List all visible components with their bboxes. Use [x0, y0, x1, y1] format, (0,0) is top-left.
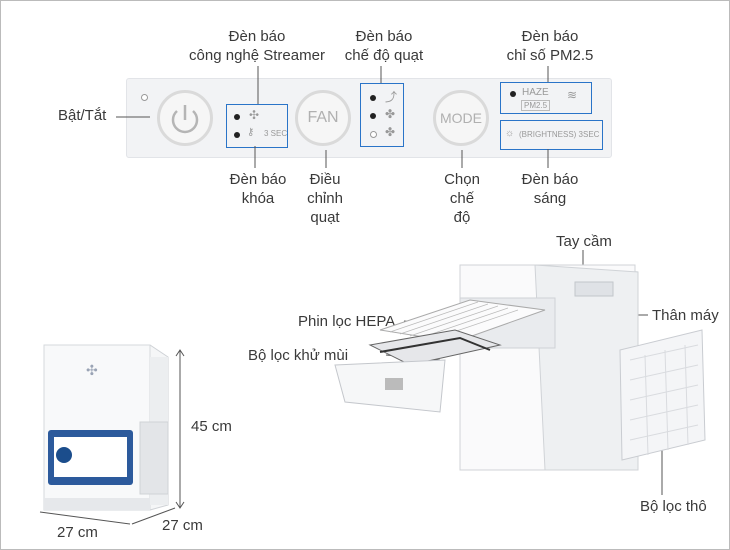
fan-adjust-line1: Điều [309, 171, 341, 188]
lock-label: Đèn báo khóa [215, 170, 301, 208]
pm25-highlight [500, 82, 592, 114]
streamer-dot [234, 114, 240, 120]
purifier-small: ✣ [43, 344, 169, 511]
hepa-label: Phin lọc HEPA [298, 313, 396, 330]
pm25-label-line2: chỉ số PM2.5 [506, 47, 594, 64]
light-label-line1: Đèn báo [521, 171, 579, 188]
key-icon: ⚷ [247, 127, 255, 138]
fan-adjust-line3: quạt [310, 209, 340, 226]
mode-select-line1: Chọn [444, 171, 480, 188]
brightness-highlight [500, 120, 603, 150]
brightness-text: (BRIGHTNESS) 3SEC [519, 130, 600, 139]
fan-mode-label-line1: Đèn báo [355, 28, 413, 45]
lock-label-line2: khóa [241, 190, 275, 207]
fan-mode-dot-3 [370, 131, 377, 138]
fan-button-label: FAN [307, 109, 339, 126]
height-dimension: 45 cm [191, 418, 232, 435]
mode-button: MODE [433, 90, 489, 146]
pm25-dot [510, 91, 516, 97]
handle-label: Tay cầm [556, 233, 612, 250]
fan-adjust-line2: chỉnh [307, 190, 343, 207]
lock-text: 3 SEC [264, 129, 288, 138]
mode-select-label: Chọn chế độ [432, 170, 492, 227]
fan-mode-highlight [360, 83, 404, 147]
streamer-label-line1: Đèn báo [228, 28, 286, 45]
control-panel: ✣ ⚷ 3 SEC FAN ⤴ ✤ ✤ MODE HAZE PM2.5 ≋ ☼ … [126, 78, 612, 158]
fan-button: FAN [295, 90, 351, 146]
mode-select-line2: chế [449, 190, 475, 207]
fan-low-icon: ✤ [385, 125, 396, 139]
haze-text: HAZE [522, 87, 549, 98]
indicator-light [141, 94, 148, 101]
fan-mode-label-line2: chế độ quạt [344, 47, 424, 64]
deodorizing-filter [368, 329, 502, 366]
fan-mode-dot-2 [370, 113, 376, 119]
fan-mode-label: Đèn báo chế độ quạt [334, 27, 434, 65]
fan-turbo-icon: ⤴ [385, 90, 398, 104]
power-icon [171, 105, 199, 134]
pm25-label: Đèn báo chỉ số PM2.5 [495, 27, 605, 65]
streamer-label: Đèn báo công nghệ Streamer [177, 27, 337, 65]
brightness-icon: ☼ [505, 128, 515, 139]
streamer-highlight [226, 104, 288, 148]
fan-icon: ✤ [385, 107, 396, 121]
pre-filter-panel [619, 329, 706, 461]
purifier-body [459, 264, 639, 471]
light-label: Đèn báo sáng [505, 170, 595, 208]
width-dimension: 27 cm [57, 524, 98, 541]
pm25-text: PM2.5 [521, 100, 551, 111]
haze-icon: ≋ [567, 88, 578, 102]
pre-filter-label: Bộ lọc thô [640, 498, 707, 515]
pm25-label-line1: Đèn báo [521, 28, 579, 45]
dimension-lines [39, 349, 185, 525]
lock-label-line1: Đèn báo [229, 171, 287, 188]
mode-button-label: MODE [440, 110, 482, 126]
power-button [157, 90, 213, 146]
logo-mark: ✣ [86, 362, 98, 378]
filter-tray [334, 359, 446, 413]
depth-dimension: 27 cm [162, 517, 203, 534]
fan-mode-dot-1 [370, 95, 376, 101]
body-label: Thân máy [652, 307, 719, 324]
light-label-line2: sáng [533, 190, 567, 207]
fan-adjust-label: Điều chỉnh quạt [295, 170, 355, 227]
streamer-icon: ✣ [249, 108, 260, 122]
deodorizing-label: Bộ lọc khử mùi [248, 347, 349, 364]
mode-select-line3: độ [453, 209, 471, 226]
lock-dot [234, 132, 240, 138]
streamer-label-line2: công nghệ Streamer [189, 47, 325, 64]
power-label: Bật/Tắt [58, 107, 107, 124]
